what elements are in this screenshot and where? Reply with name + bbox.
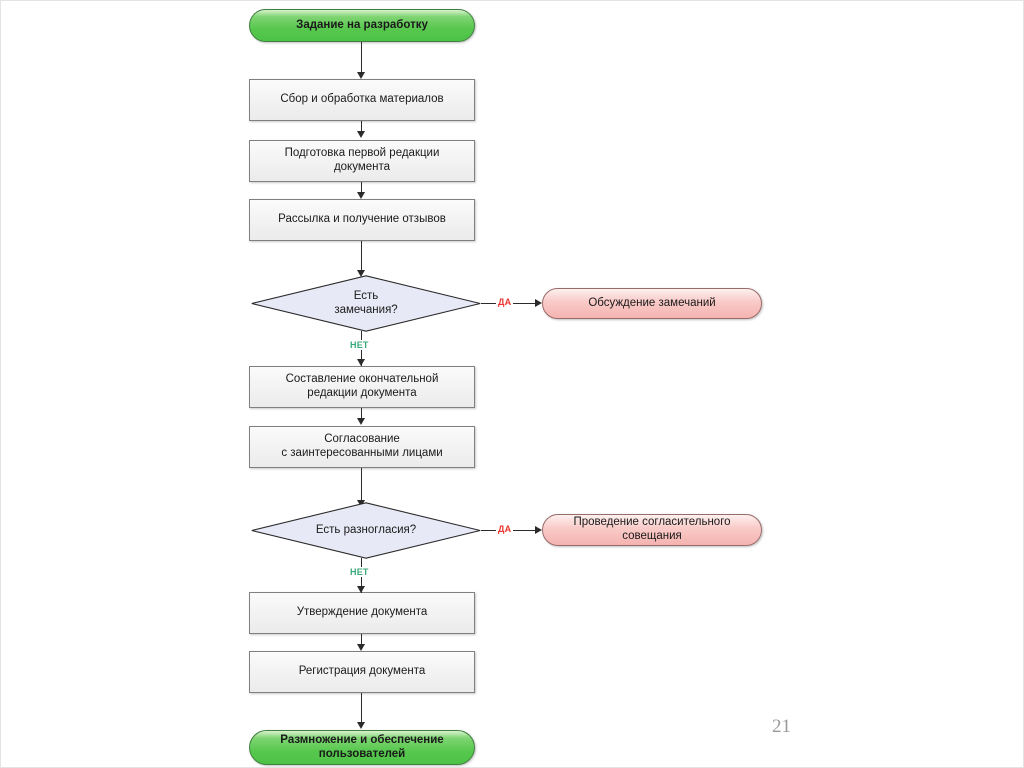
arrowhead-n2-n3 [357, 131, 365, 138]
arrowhead-d1-n5 [357, 359, 365, 366]
page-number: 21 [772, 716, 791, 737]
arrowhead-n1-n2 [357, 72, 365, 79]
arrowhead-n4-d1 [357, 270, 365, 277]
node-terminator-reproduction[interactable]: Размножение и обеспечение пользователей [249, 730, 475, 765]
node-branch-discuss-comments[interactable]: Обсуждение замечаний [542, 288, 762, 319]
node-label: Согласование с заинтересованными лицами [281, 433, 443, 459]
connector-n5-n6 [361, 408, 362, 419]
connector-n4-d1 [361, 241, 362, 271]
node-label: Есть замечания? [334, 289, 398, 316]
node-label: Проведение согласительного совещания [573, 516, 731, 542]
node-label: Утверждение документа [296, 606, 428, 619]
node-decision-has-comments[interactable]: Есть замечания? [251, 275, 481, 332]
arrowhead-n8-n9 [357, 722, 365, 729]
arrowhead-n5-n6 [357, 418, 365, 425]
connector-n3-n4 [361, 182, 362, 193]
node-process-distribute-feedback[interactable]: Рассылка и получение отзывов [249, 199, 475, 241]
arrowhead-d2-b2 [535, 526, 542, 534]
node-decision-has-disagreements[interactable]: Есть разногласия? [251, 502, 481, 559]
node-label: Задание на разработку [296, 18, 428, 31]
node-label: Составление окончательной редакции докум… [285, 373, 439, 399]
node-terminator-start[interactable]: Задание на разработку [249, 9, 475, 42]
connector-n8-n9 [361, 693, 362, 723]
connector-n7-n8 [361, 634, 362, 645]
node-process-first-draft[interactable]: Подготовка первой редакции документа [249, 140, 475, 182]
node-process-collect-materials[interactable]: Сбор и обработка материалов [249, 79, 475, 121]
edge-label-no-disagreements: НЕТ [348, 567, 371, 577]
arrowhead-d2-n7 [357, 586, 365, 593]
arrowhead-n3-n4 [357, 192, 365, 199]
edge-label-no-comments: НЕТ [348, 340, 371, 350]
node-process-final-edition[interactable]: Составление окончательной редакции докум… [249, 366, 475, 408]
node-process-document-approval[interactable]: Утверждение документа [249, 592, 475, 634]
node-label: Размножение и обеспечение пользователей [280, 733, 444, 760]
edge-label-yes-comments: ДА [496, 297, 514, 307]
connector-n1-n2 [361, 42, 362, 73]
node-branch-conciliation-meeting[interactable]: Проведение согласительного совещания [542, 514, 762, 546]
node-label: Рассылка и получение отзывов [278, 213, 446, 226]
arrowhead-n7-n8 [357, 644, 365, 651]
node-label: Подготовка первой редакции документа [284, 147, 440, 173]
arrowhead-d1-b1 [535, 299, 542, 307]
node-label: Регистрация документа [298, 665, 426, 678]
node-process-approval-stakeholders[interactable]: Согласование с заинтересованными лицами [249, 426, 475, 468]
diamond-shape-icon [251, 275, 481, 332]
node-process-document-registration[interactable]: Регистрация документа [249, 651, 475, 693]
node-label: Обсуждение замечаний [588, 296, 716, 309]
diamond-shape-icon [251, 502, 481, 559]
node-label: Есть разногласия? [315, 523, 417, 536]
connector-n6-d2 [361, 468, 362, 502]
edge-label-yes-disagreements: ДА [496, 524, 514, 534]
connector-n2-n3 [361, 121, 362, 132]
node-label: Сбор и обработка материалов [280, 93, 444, 106]
